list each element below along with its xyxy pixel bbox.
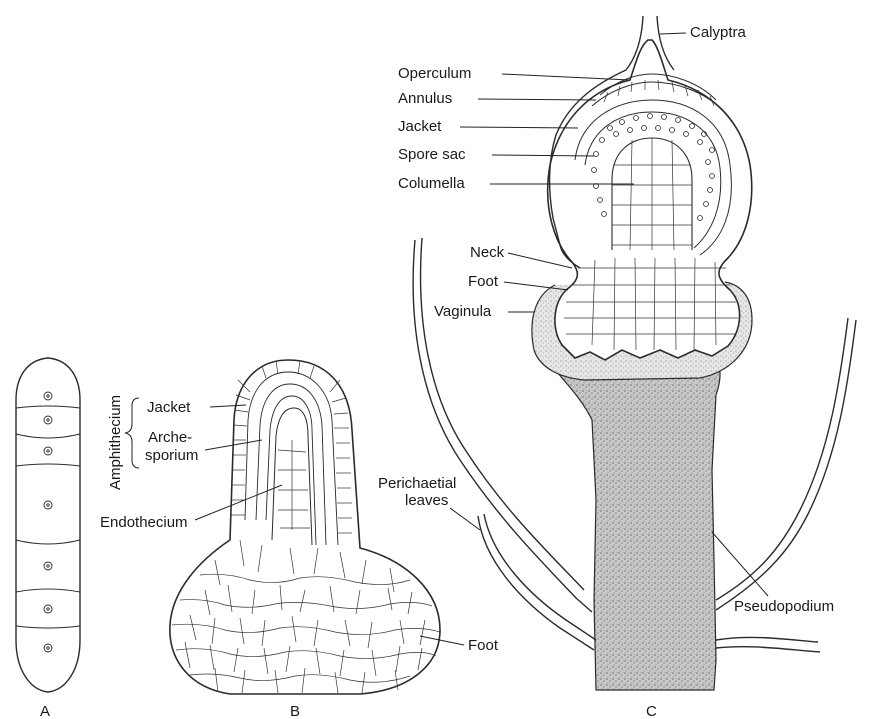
label-vaginula: Vaginula	[434, 303, 492, 320]
panel-label-b: B	[290, 703, 300, 719]
label-operculum: Operculum	[398, 65, 471, 82]
label-perichaetial-2: leaves	[405, 492, 448, 509]
label-neck: Neck	[470, 244, 505, 261]
label-amphithecium: Amphithecium	[107, 395, 124, 490]
label-annulus: Annulus	[398, 90, 452, 107]
capsule-wall	[548, 40, 752, 360]
embryo-filament-a	[16, 358, 80, 692]
label-spore-sac: Spore sac	[398, 146, 466, 163]
leader-perichaetial	[450, 508, 480, 530]
young-sporophyte-b	[170, 360, 440, 694]
amphithecium-brace	[125, 398, 139, 468]
label-pseudopodium: Pseudopodium	[734, 598, 834, 615]
leader-pseudopodium	[712, 532, 768, 596]
label-foot-b: Foot	[468, 637, 499, 654]
mature-capsule-c	[532, 16, 752, 690]
leader-calyptra	[660, 33, 686, 34]
panel-label-a: A	[40, 703, 50, 719]
label-calyptra: Calyptra	[690, 24, 747, 41]
leader-foot-b	[420, 636, 464, 645]
label-jacket-c: Jacket	[398, 118, 442, 135]
label-archesporium-1: Arche-	[148, 429, 192, 446]
label-perichaetial-1: Perichaetial	[378, 475, 456, 492]
leader-annulus	[478, 99, 596, 100]
label-columella: Columella	[398, 175, 465, 192]
leader-jacket-b	[210, 405, 246, 407]
panel-label-c: C	[646, 703, 657, 719]
label-jacket-b: Jacket	[147, 399, 191, 416]
leader-neck	[508, 253, 572, 268]
label-endothecium: Endothecium	[100, 514, 188, 531]
label-foot-c: Foot	[468, 273, 499, 290]
label-archesporium-2: sporium	[145, 447, 198, 464]
